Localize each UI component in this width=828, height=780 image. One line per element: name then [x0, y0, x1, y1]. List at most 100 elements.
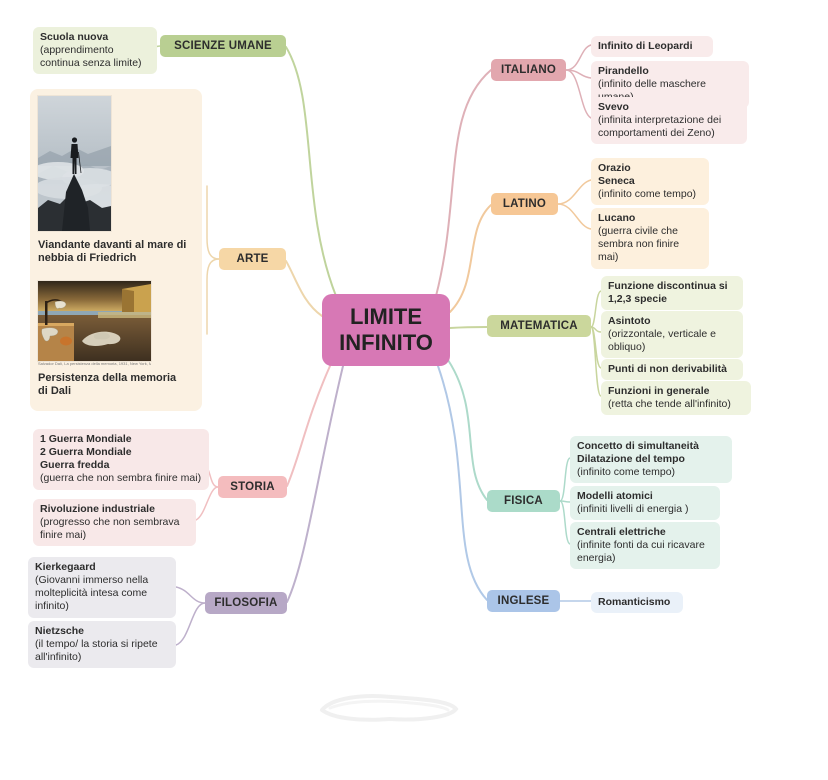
- branch-latino[interactable]: LATINO: [491, 193, 558, 215]
- connector-italiano: [435, 69, 492, 297]
- item-desc: (infinite fonti da cui ricavare energia): [577, 539, 705, 565]
- connector-storia: [286, 365, 331, 487]
- connector-inglese: [437, 365, 488, 601]
- item-desc: (guerra civile che sembra non finire mai…: [598, 225, 680, 264]
- item-title: Rivoluzione industriale: [40, 503, 155, 515]
- item-desc: (guerra che non sembra finire mai): [40, 472, 202, 485]
- dali-credit: Salvador Dalí, La persistenza della memo…: [38, 362, 151, 366]
- node-kierkegaard[interactable]: Kierkegaard (Giovanni immerso nella molt…: [28, 557, 176, 618]
- branch-italiano[interactable]: ITALIANO: [491, 59, 566, 81]
- connector-fisica-item-3: [559, 500, 571, 545]
- connector-storia-item-2: [195, 486, 219, 521]
- connector-filosofia-item-2: [175, 602, 206, 646]
- watermark-scribble-2: [328, 699, 450, 712]
- friedrich-painting-art: [32, 96, 126, 231]
- branch-scienze-umane[interactable]: SCIENZE UMANE: [160, 35, 286, 57]
- branch-label: STORIA: [230, 481, 275, 493]
- connector-filosofia-item-1: [175, 586, 206, 604]
- branch-storia[interactable]: STORIA: [218, 476, 287, 498]
- connector-fisica: [447, 359, 488, 501]
- dali-caption: Persistenza della memoria di Dali: [38, 372, 177, 398]
- node-lucano[interactable]: Lucano (guerra civile che sembra non fin…: [591, 208, 709, 269]
- item-title: Modelli atomici: [577, 490, 653, 502]
- node-nietzsche[interactable]: Nietzsche (il tempo/ la storia si ripete…: [28, 621, 176, 669]
- item-title: Concetto di simultaneità Dilatazione del…: [577, 440, 699, 466]
- item-title: Infinito di Leopardi: [598, 40, 693, 52]
- connector-latino: [449, 204, 492, 313]
- branch-label: FILOSOFIA: [214, 597, 278, 609]
- branch-matematica[interactable]: MATEMATICA: [487, 315, 591, 337]
- connector-matematica-item-4: [590, 326, 602, 397]
- friedrich-caption: Viandante davanti al mare di nebbia di F…: [38, 239, 187, 265]
- item-desc: (infinito come tempo): [598, 188, 697, 201]
- node-svevo[interactable]: Svevo (infinita interpretazione dei comp…: [591, 97, 747, 145]
- node-modelli-atomici[interactable]: Modelli atomici (infiniti livelli di ene…: [570, 486, 720, 521]
- connector-arte-bracket-up: [206, 185, 220, 260]
- branch-label: ITALIANO: [500, 64, 557, 76]
- item-desc: (retta che tende all'infinito): [608, 398, 731, 411]
- item-desc: (progresso che non sembrava finire mai): [40, 516, 180, 542]
- node-punti-non-derivabilita[interactable]: Punti di non derivabilità: [601, 359, 743, 381]
- connector-matematica: [449, 326, 488, 329]
- branch-label: SCIENZE UMANE: [174, 40, 272, 52]
- connector-filosofia: [286, 365, 344, 603]
- node-leopardi[interactable]: Infinito di Leopardi: [591, 36, 713, 58]
- item-title: Svevo: [598, 101, 629, 113]
- dali-painting: [38, 281, 151, 361]
- connector-latino-item-2: [557, 203, 592, 230]
- connector-fisica-item-1: [559, 457, 571, 502]
- item-title: Funzioni in generale: [608, 385, 710, 397]
- item-title: Centrali elettriche: [577, 526, 666, 538]
- item-desc: (infiniti livelli di energia ): [577, 503, 689, 516]
- node-orazio-seneca[interactable]: Orazio Seneca (infinito come tempo): [591, 158, 709, 206]
- item-title: Lucano: [598, 212, 636, 224]
- item-title: Asintoto: [608, 315, 651, 327]
- item-title: Scuola nuova: [40, 31, 109, 43]
- branch-label: LATINO: [502, 198, 547, 210]
- node-romanticismo[interactable]: Romanticismo: [591, 592, 683, 614]
- item-title: Romanticismo: [598, 596, 671, 608]
- node-rivoluzione-industriale[interactable]: Rivoluzione industriale (progresso che n…: [33, 499, 196, 547]
- item-desc: (apprendimento continua senza limite): [40, 44, 142, 70]
- item-title: Punti di non derivabilità: [608, 363, 728, 375]
- node-guerre-mondiali[interactable]: 1 Guerra Mondiale 2 Guerra Mondiale Guer…: [33, 429, 209, 490]
- branch-inglese[interactable]: INGLESE: [487, 590, 560, 612]
- branch-label: FISICA: [504, 495, 543, 507]
- branch-filosofia[interactable]: FILOSOFIA: [205, 592, 287, 614]
- branch-arte[interactable]: ARTE: [219, 248, 286, 270]
- item-desc: (infinito come tempo): [577, 466, 676, 479]
- central-topic-line2: INFINITO: [339, 330, 433, 355]
- dali-painting-art: [38, 281, 151, 361]
- connector-italiano-item-3: [565, 69, 592, 119]
- watermark-scribble: [320, 694, 459, 722]
- item-desc: (orizzontale, verticale e obliquo): [608, 328, 716, 354]
- connector-arte: [285, 260, 323, 317]
- node-scuola-nuova[interactable]: Scuola nuova (apprendimento continua sen…: [33, 27, 157, 75]
- node-simultaneita[interactable]: Concetto di simultaneità Dilatazione del…: [570, 436, 732, 484]
- branch-label: MATEMATICA: [500, 320, 578, 332]
- node-funzione-discontinua[interactable]: Funzione discontinua si 1,2,3 specie: [601, 276, 743, 311]
- connector-arte-bracket-down: [206, 258, 220, 335]
- item-title: Funzione discontinua si 1,2,3 specie: [608, 280, 728, 306]
- connector-scienze-umane: [285, 46, 337, 297]
- branch-fisica[interactable]: FISICA: [487, 490, 560, 512]
- central-topic-line1: LIMITE: [349, 304, 423, 330]
- item-desc: (il tempo/ la storia si ripete all'infin…: [35, 638, 158, 664]
- item-title: Kierkegaard: [35, 561, 96, 573]
- item-desc: (Giovanni immerso nella molteplicità int…: [35, 574, 149, 613]
- friedrich-painting: [32, 96, 126, 231]
- node-centrali-elettriche[interactable]: Centrali elettriche (infinite fonti da c…: [570, 522, 720, 570]
- node-funzioni-in-generale[interactable]: Funzioni in generale (retta che tende al…: [601, 381, 751, 416]
- connector-matematica-item-1: [590, 290, 602, 328]
- node-asintoto[interactable]: Asintoto (orizzontale, verticale e obliq…: [601, 311, 743, 359]
- branch-label: ARTE: [236, 253, 269, 265]
- item-title: Pirandello: [598, 65, 649, 77]
- item-title: 1 Guerra Mondiale 2 Guerra Mondiale Guer…: [40, 433, 132, 472]
- connector-latino-item-1: [557, 179, 592, 205]
- connector-italiano-item-1: [565, 44, 592, 71]
- item-title: Nietzsche: [35, 625, 85, 637]
- central-topic[interactable]: LIMITE INFINITO: [322, 294, 450, 366]
- branch-label: INGLESE: [497, 595, 550, 607]
- item-desc: (infinita interpretazione dei comportame…: [598, 114, 722, 140]
